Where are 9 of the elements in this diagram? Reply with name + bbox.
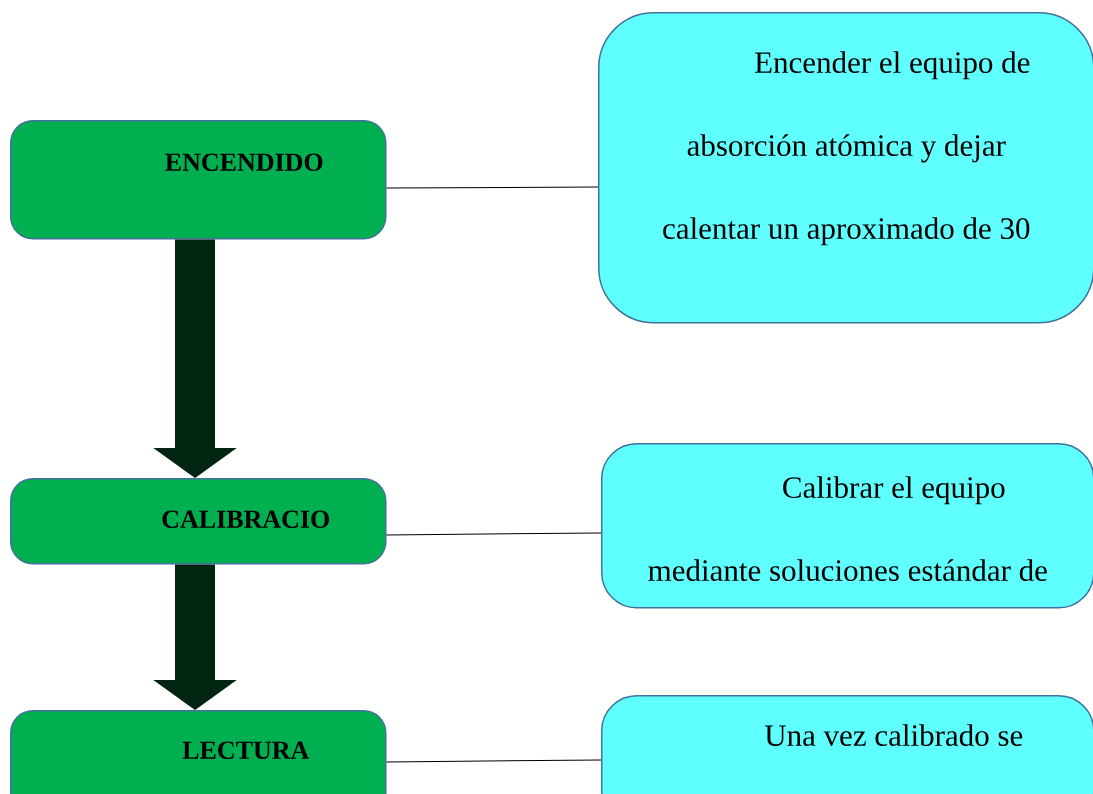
description-box: Una vez calibrado se: [601, 695, 1093, 794]
step-box: CALIBRACIO: [10, 478, 387, 565]
connector-line: [386, 532, 602, 536]
step-box: ENCENDIDO: [10, 120, 387, 240]
connector-line: [386, 186, 599, 189]
step-box: LECTURA: [10, 710, 387, 794]
connector-line: [386, 759, 602, 763]
description-box: Encender el equipo de absorción atómica y dejar calentar un aproximado de 30: [598, 12, 1093, 324]
description-box: Calibrar el equipo mediante soluciones estándar de: [601, 443, 1093, 609]
